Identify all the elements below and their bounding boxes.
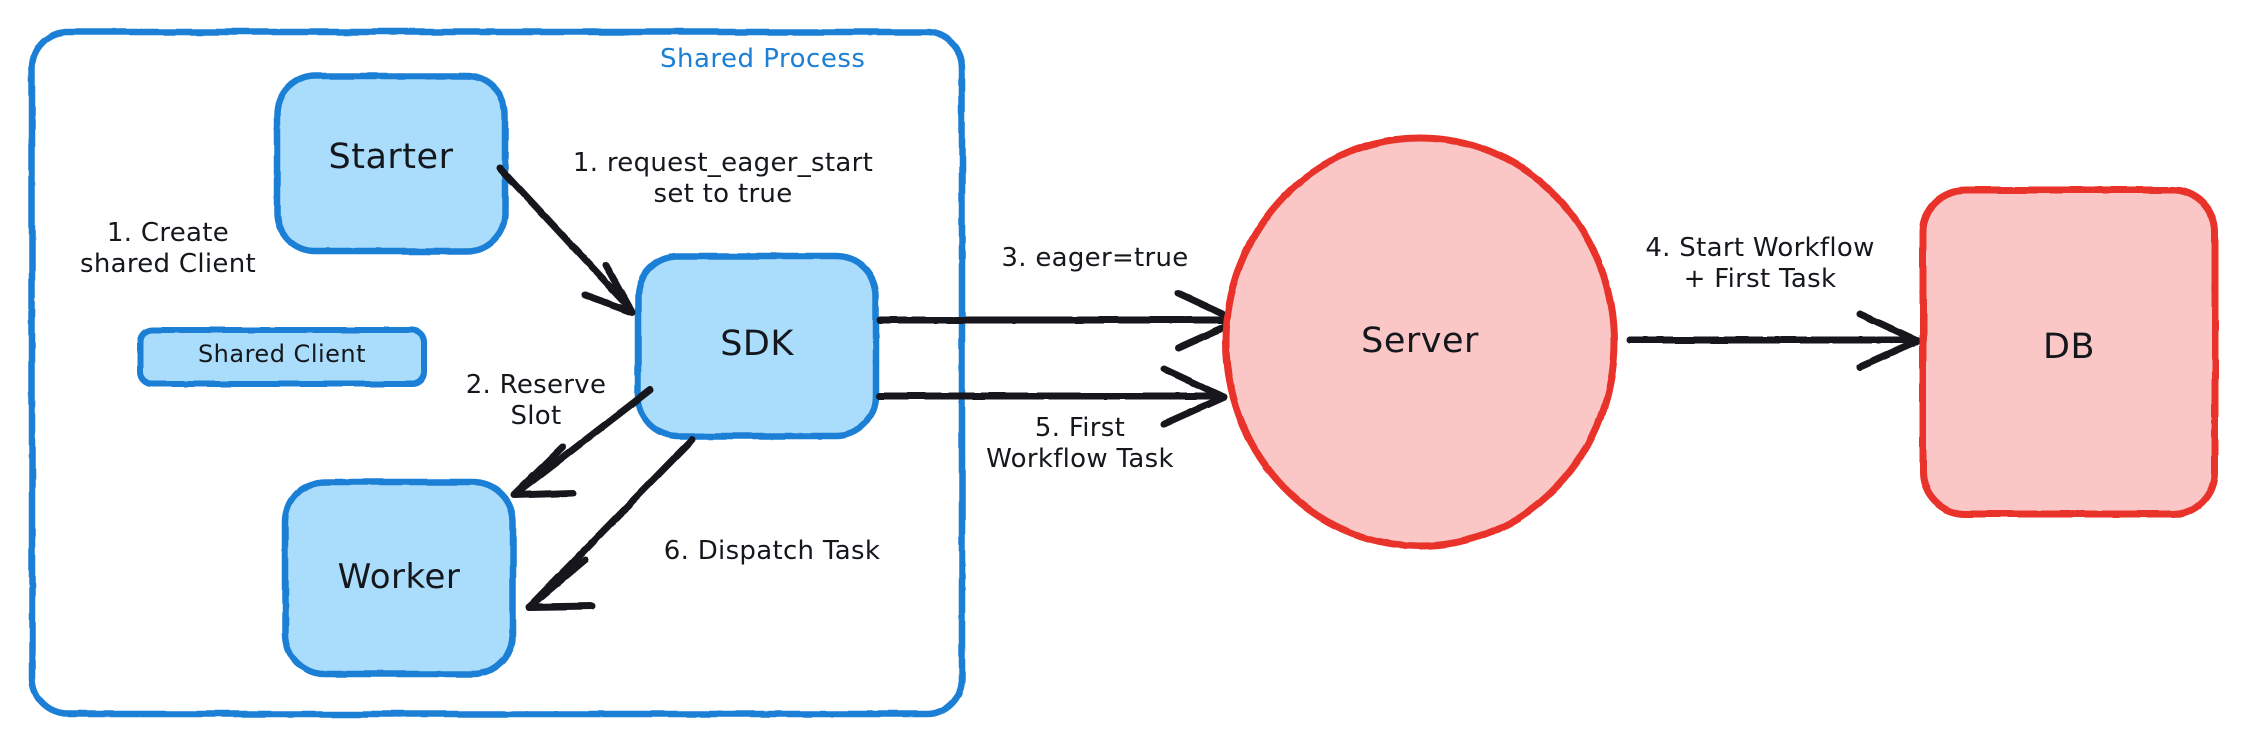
edge-sdk-to-server-first-workflow-task: [876, 365, 1228, 428]
node-shared-client[interactable]: [137, 327, 427, 387]
shared-process-container: [28, 28, 966, 718]
edge-sdk-to-worker-reserve-slot: [510, 386, 654, 499]
edge-server-to-db: [1626, 310, 1922, 371]
edge-sdk-to-worker-dispatch-task: [525, 436, 696, 611]
node-starter[interactable]: [273, 72, 509, 255]
edge-starter-to-sdk: [496, 164, 636, 316]
node-db[interactable]: [1919, 186, 2219, 518]
container-title-shared-process: Shared Process: [660, 44, 866, 74]
node-server[interactable]: [1222, 134, 1618, 550]
node-worker[interactable]: [281, 478, 517, 678]
node-sdk[interactable]: [634, 252, 880, 440]
